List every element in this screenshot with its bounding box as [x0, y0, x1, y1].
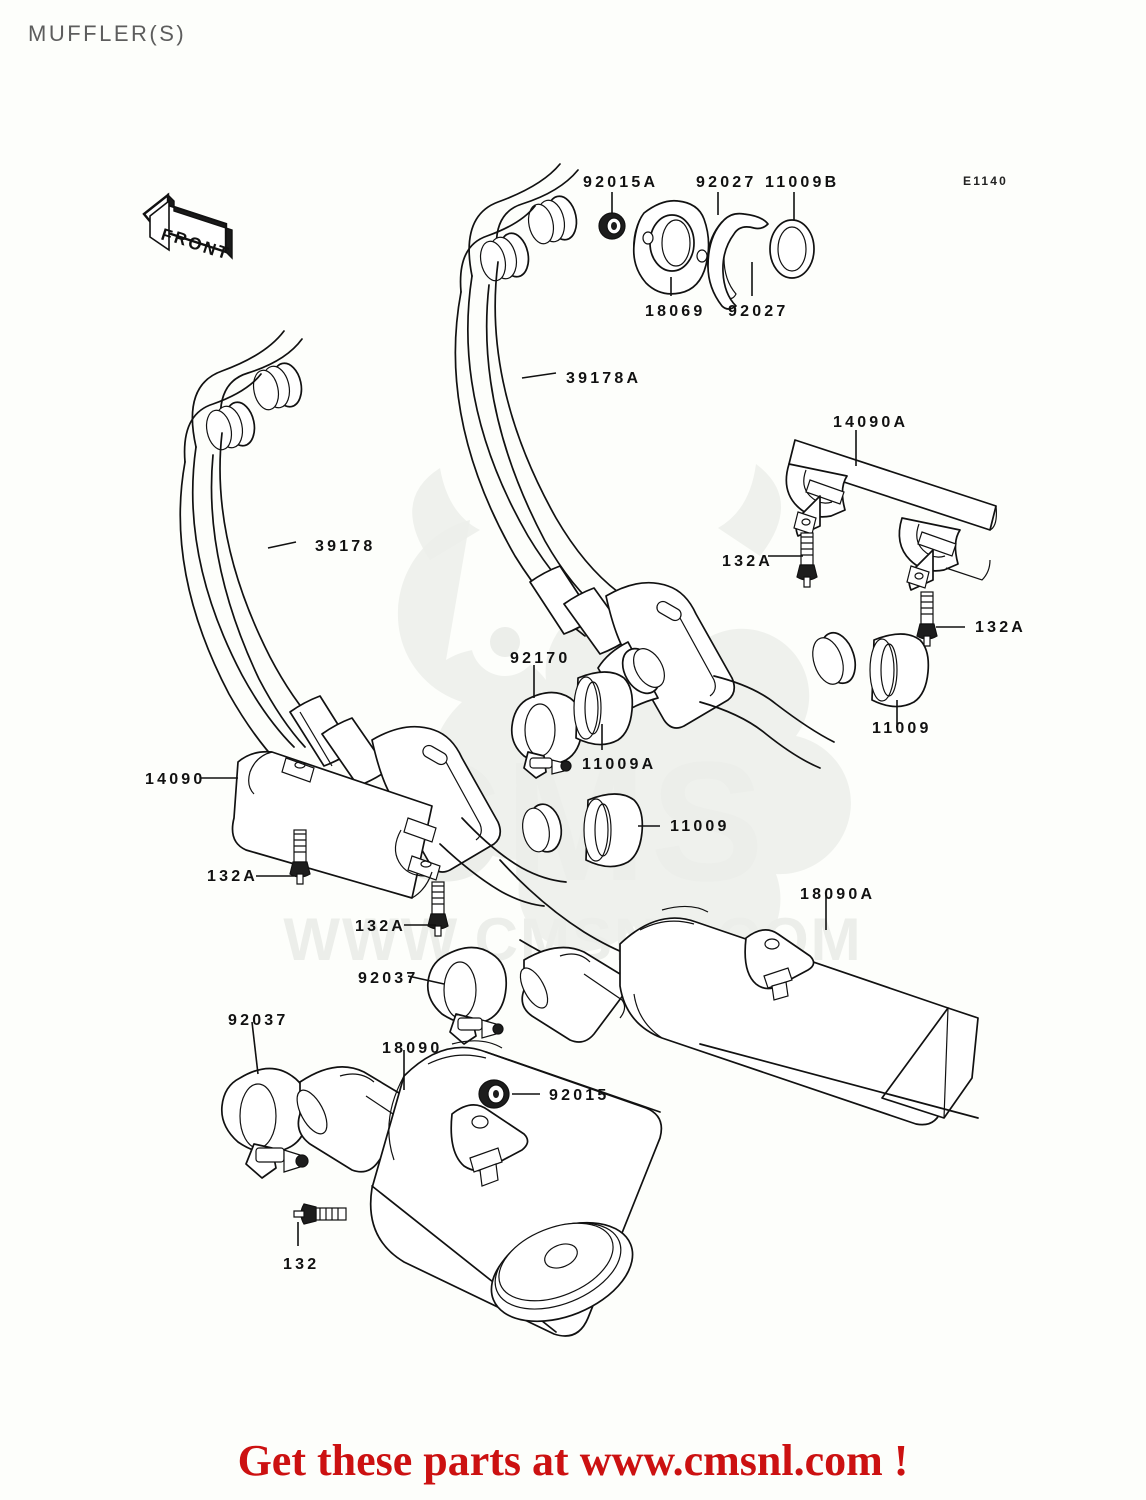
part-callout-18090A: 18090A: [800, 886, 876, 903]
part-92015-nut: [478, 1079, 510, 1109]
part-callout-11009B: 11009B: [765, 174, 840, 191]
svg-text:O: O: [186, 233, 204, 255]
part-39178-header-pipes: [179, 330, 389, 787]
muffler-bracket-upper: [744, 929, 815, 1001]
leader-lines: [200, 192, 965, 1246]
part-callout-14090A: 14090A: [833, 414, 909, 431]
part-14090A-heat-shield: [785, 439, 997, 591]
svg-text:N: N: [201, 238, 219, 260]
part-92027-collar-right: [707, 212, 769, 310]
part-callout-14090: 14090: [145, 771, 206, 788]
part-callout-39178A: 39178A: [566, 370, 642, 387]
part-callout-92037: 92037: [228, 1012, 289, 1029]
part-11009-gasket-right: [869, 633, 930, 708]
muffler-end-cap: [490, 1221, 634, 1323]
part-callout-92015A: 92015A: [583, 174, 659, 191]
part-92015A-nut: [598, 212, 626, 240]
part-callout-132A: 132A: [975, 619, 1027, 636]
svg-text:R: R: [172, 228, 190, 250]
part-callout-92015: 92015: [549, 1087, 610, 1104]
footer-banner: Get these parts at www.cmsnl.com !: [237, 1436, 909, 1485]
part-92170-clamp: [510, 691, 584, 779]
part-callout-132A: 132A: [722, 553, 774, 570]
part-132A-bolt-c: [289, 829, 311, 885]
part-callout-132: 132: [283, 1256, 320, 1273]
page-title: MUFFLER(S): [28, 21, 187, 46]
part-14090-heat-shield: [231, 750, 441, 899]
front-arrow-icon: F R O N T: [142, 192, 233, 263]
part-callout-92037: 92037: [358, 970, 419, 987]
part-18090A-muffler: [519, 905, 979, 1126]
diagram-id: E1140: [963, 174, 1009, 188]
part-92037-clamp-upper: [426, 946, 508, 1045]
part-callout-132A: 132A: [355, 918, 407, 935]
part-callout-92170: 92170: [510, 650, 571, 667]
part-callout-11009A: 11009A: [582, 756, 657, 773]
part-92037-clamp-lower: [220, 1067, 310, 1179]
part-callout-39178: 39178: [315, 538, 376, 555]
part-callout-92027: 92027: [696, 174, 757, 191]
collector-lower: [371, 725, 633, 977]
part-132A-bolt-b: [916, 591, 938, 647]
part-callout-11009: 11009: [872, 720, 932, 737]
part-11009B-gasket: [769, 219, 815, 279]
part-callout-18069: 18069: [645, 303, 706, 320]
part-callout-92027: 92027: [728, 303, 789, 320]
part-18069-flange: [632, 199, 710, 295]
part-132A-bolt-a: [796, 532, 818, 588]
part-callout-18090: 18090: [382, 1040, 443, 1057]
part-18090-muffler: [296, 1040, 663, 1337]
part-callout-132A: 132A: [207, 868, 259, 885]
part-39178A-header-pipes: [454, 163, 631, 655]
front-direction-badge: F R O N T: [138, 190, 234, 274]
part-callout-11009: 11009: [670, 818, 730, 835]
muffler-bracket-lower: [450, 1104, 529, 1187]
part-11009-gasket-center: [583, 793, 644, 868]
part-132-bolt: [293, 1203, 347, 1225]
collector-upper: [597, 581, 857, 769]
part-11009A-gasket: [573, 671, 634, 746]
